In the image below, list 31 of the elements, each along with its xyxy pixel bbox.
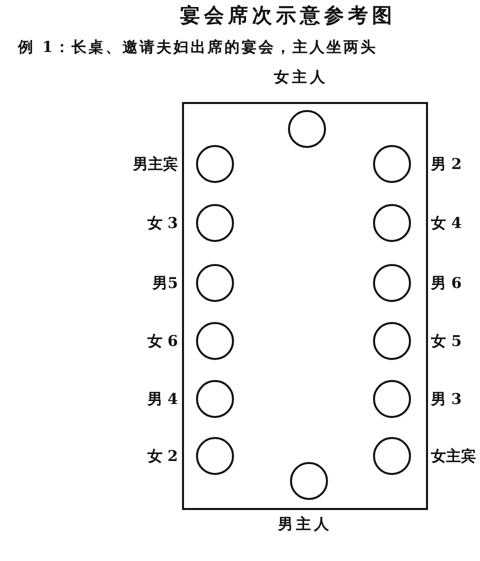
seat-circle <box>196 204 234 242</box>
seat-circle <box>196 264 234 302</box>
seat-label: 男5 <box>152 274 178 292</box>
seat-label: 女主人 <box>274 68 328 86</box>
seat-label: 女 4 <box>431 214 462 232</box>
seat-circle <box>196 380 234 418</box>
seat-circle <box>290 462 328 500</box>
seat-label: 女主宾 <box>431 447 476 465</box>
seat-label: 男主人 <box>278 515 332 533</box>
seat-circle <box>373 145 411 183</box>
seat-circle <box>196 322 234 360</box>
seat-circle <box>373 437 411 475</box>
seat-label: 女 6 <box>147 332 178 350</box>
seat-circle <box>196 437 234 475</box>
seat-circle <box>373 204 411 242</box>
seat-label: 女 5 <box>431 332 462 350</box>
seat-label: 女 3 <box>147 214 178 232</box>
seat-circle <box>373 322 411 360</box>
seat-label: 男 6 <box>431 274 462 292</box>
seat-label: 男 3 <box>431 390 462 408</box>
seat-label: 男 2 <box>431 155 462 173</box>
seat-circle <box>288 110 326 148</box>
title: 宴会席次示意参考图 <box>180 2 396 29</box>
seat-circle <box>196 145 234 183</box>
seat-label: 男主宾 <box>133 155 178 173</box>
seat-label: 男 4 <box>147 390 178 408</box>
seat-circle <box>373 264 411 302</box>
subtitle: 例 1：长桌、邀请夫妇出席的宴会，主人坐两头 <box>18 38 378 57</box>
seat-circle <box>373 380 411 418</box>
seat-label: 女 2 <box>147 447 178 465</box>
table-outline <box>182 102 428 510</box>
